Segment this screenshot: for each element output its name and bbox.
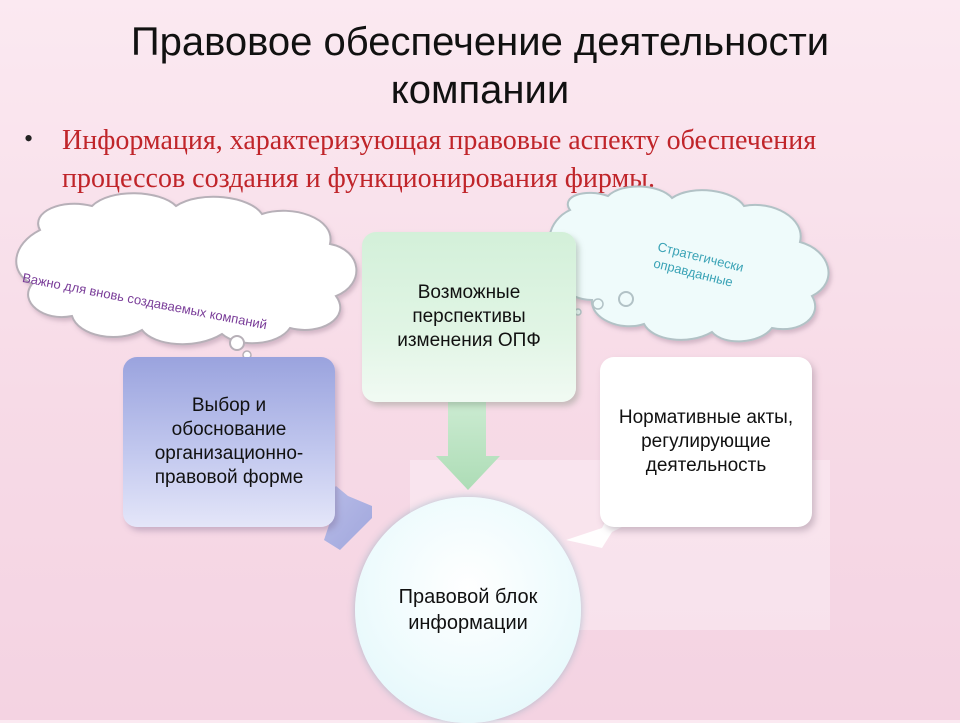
box-left-label: Выбор и обоснование организационно-право… (154, 395, 304, 488)
box-top-perspectives: Возможные перспективы изменения ОПФ (362, 232, 576, 402)
box-right-normative: Нормативные акты, регулирующие деятельно… (600, 357, 812, 527)
cloud-right-bubble-2 (592, 298, 604, 310)
cloud-left-bubble-1 (229, 335, 245, 351)
bullet-marker: • (24, 124, 34, 153)
box-top-label: Возможные перспективы изменения ОПФ (397, 282, 541, 351)
bullet-text: Информация, характеризующая правовые асп… (62, 125, 817, 194)
center-circle: Правовой блок информации (355, 497, 581, 723)
box-left-choice: Выбор и обоснование организационно-право… (123, 357, 335, 527)
arrow-top-to-center (436, 402, 500, 490)
cloud-right-bubble-1 (618, 291, 634, 307)
box-right-label: Нормативные акты, регулирующие деятельно… (618, 407, 794, 476)
center-label: Правовой блок информации (398, 586, 538, 634)
page-title: Правовое обеспечение деятельности компан… (130, 20, 830, 112)
cloud-left-shape (15, 192, 358, 346)
